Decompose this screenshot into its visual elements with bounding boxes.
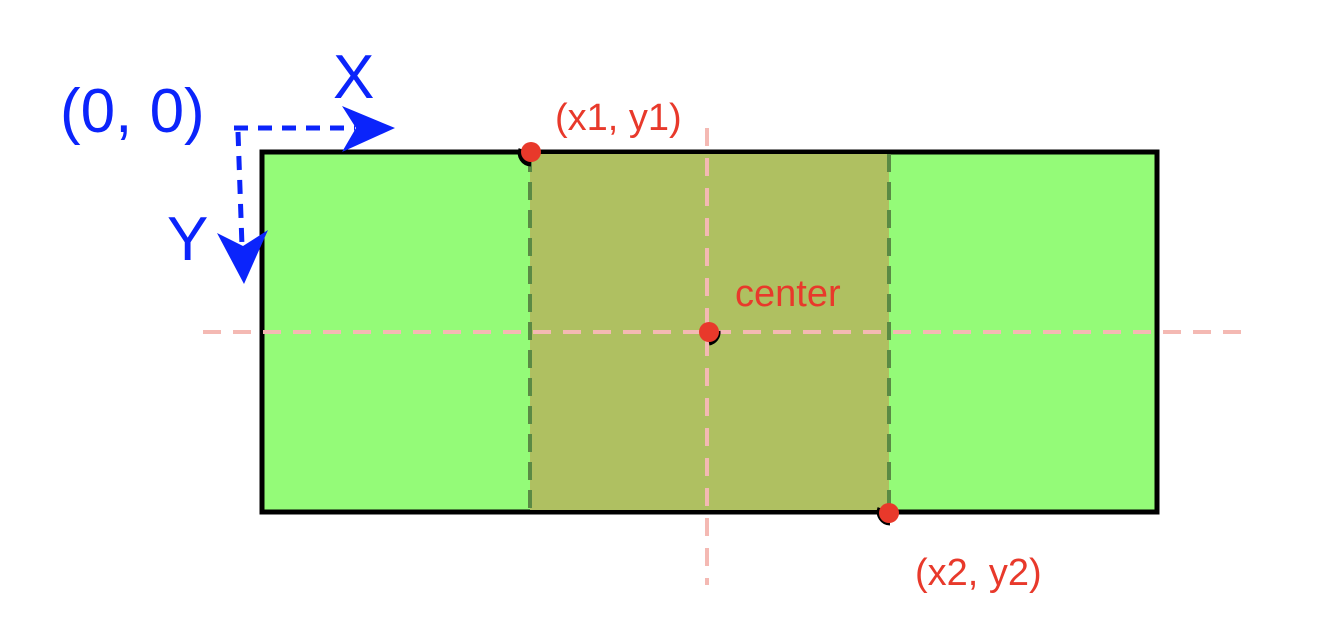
- bottom-right-point-label: (x2, y2): [915, 552, 1042, 594]
- y-axis-label: Y: [167, 205, 208, 274]
- center-point-marker: [699, 322, 721, 346]
- bottom-right-point-marker: [876, 503, 899, 526]
- center-point-label: center: [735, 273, 841, 315]
- origin-label: (0, 0): [60, 77, 205, 146]
- x-axis-label: X: [333, 43, 374, 112]
- x-axis-arrowhead: [342, 106, 395, 152]
- y-axis-arrowhead: [217, 230, 268, 284]
- y-axis-arrow-line: [235, 131, 245, 247]
- top-left-point-marker: [517, 142, 541, 167]
- top-left-point-label: (x1, y1): [555, 97, 682, 139]
